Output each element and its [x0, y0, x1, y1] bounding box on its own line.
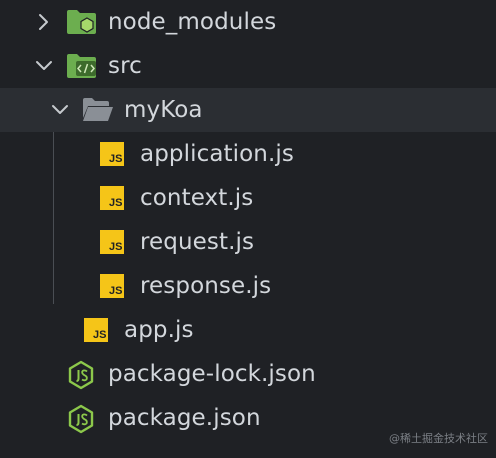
svg-text:JS: JS — [109, 285, 122, 297]
indent-guide — [53, 132, 54, 304]
chevron-down-icon[interactable] — [48, 88, 70, 132]
svg-text:JS: JS — [109, 153, 122, 165]
src-folder-icon — [66, 44, 98, 88]
tree-item-label: src — [108, 53, 142, 79]
tree-item-label: package.json — [108, 405, 261, 431]
tree-item-label: package-lock.json — [108, 361, 316, 387]
tree-item-package-lock-json[interactable]: package-lock.json — [0, 352, 496, 396]
tree-item-request-js[interactable]: JS request.js — [0, 220, 496, 264]
node-folder-icon — [66, 0, 98, 44]
chevron-right-icon[interactable] — [34, 0, 56, 44]
tree-item-package-json[interactable]: package.json — [0, 396, 496, 440]
tree-item-src[interactable]: src — [0, 44, 496, 88]
svg-text:JS: JS — [109, 197, 122, 209]
tree-item-response-js[interactable]: JS response.js — [0, 264, 496, 308]
tree-item-label: application.js — [140, 141, 294, 167]
open-folder-icon — [82, 88, 114, 132]
tree-item-label: response.js — [140, 273, 272, 299]
nodejs-icon — [66, 396, 98, 440]
tree-item-label: node_modules — [108, 9, 277, 35]
tree-item-mykoa[interactable]: myKoa — [0, 88, 496, 132]
tree-item-node-modules[interactable]: node_modules — [0, 0, 496, 44]
tree-item-label: app.js — [124, 317, 194, 343]
chevron-down-icon[interactable] — [32, 44, 54, 88]
javascript-icon: JS — [98, 220, 130, 264]
tree-item-context-js[interactable]: JS context.js — [0, 176, 496, 220]
svg-text:JS: JS — [93, 329, 106, 341]
javascript-icon: JS — [98, 264, 130, 308]
javascript-icon: JS — [98, 176, 130, 220]
tree-item-app-js[interactable]: JS app.js — [0, 308, 496, 352]
tree-item-label: myKoa — [124, 97, 203, 123]
tree-item-label: context.js — [140, 185, 254, 211]
javascript-icon: JS — [98, 132, 130, 176]
nodejs-icon — [66, 352, 98, 396]
javascript-icon: JS — [82, 308, 114, 352]
watermark: @稀土掘金技术社区 — [389, 432, 488, 445]
tree-item-application-js[interactable]: JS application.js — [0, 132, 496, 176]
tree-item-label: request.js — [140, 229, 255, 255]
svg-text:JS: JS — [109, 241, 122, 253]
